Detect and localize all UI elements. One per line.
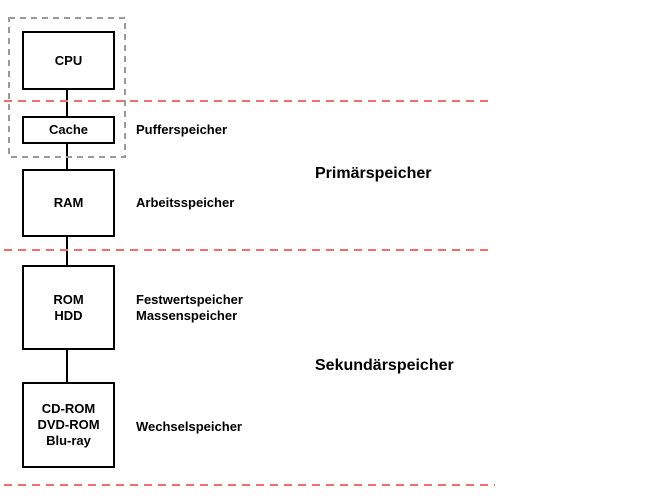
cpu-label: CPU: [54, 52, 83, 68]
rom-hdd-box: ROM HDD: [22, 265, 115, 350]
cache-description: Pufferspeicher: [136, 122, 228, 137]
ram-description: Arbeitsspeicher: [136, 195, 235, 210]
ram-box: RAM: [22, 169, 115, 237]
cpu-cache-group-frame: [8, 17, 126, 158]
primary-storage-label: Primärspeicher: [315, 165, 432, 182]
cache-box: Cache: [22, 116, 115, 144]
removable-media-box: CD-ROM DVD-ROM Blu-ray: [22, 382, 115, 468]
removable-media-description: Wechselspeicher: [136, 419, 242, 434]
rom-hdd-label: ROM HDD: [53, 291, 84, 323]
cache-label: Cache: [48, 122, 89, 137]
removable-media-label: CD-ROM DVD-ROM Blu-ray: [37, 401, 100, 448]
secondary-storage-label: Sekundärspeicher: [315, 357, 454, 374]
rom-hdd-description: Festwertspeicher Massenspeicher: [136, 292, 243, 323]
ram-label: RAM: [53, 195, 84, 210]
cpu-box: CPU: [22, 31, 115, 90]
